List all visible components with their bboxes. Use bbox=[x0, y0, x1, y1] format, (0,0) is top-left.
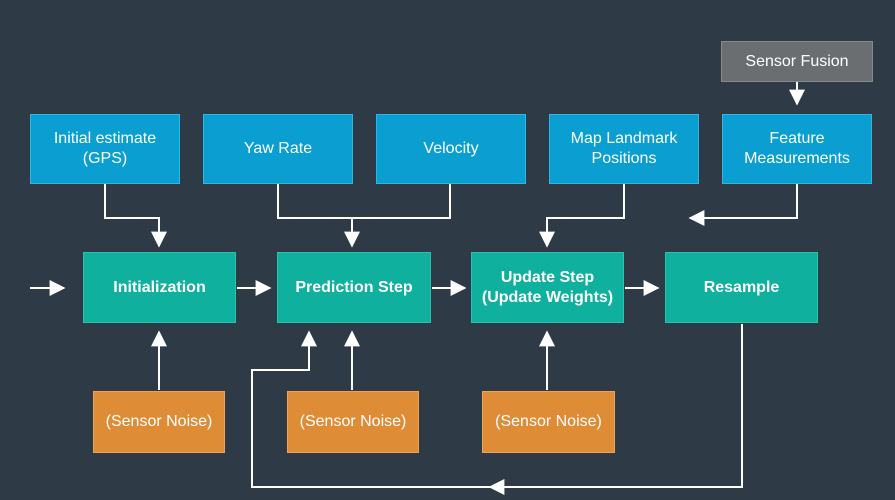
update-step-box: Update Step (Update Weights) bbox=[471, 252, 624, 323]
initial-estimate-box: Initial estimate (GPS) bbox=[30, 114, 180, 184]
edge-map-landmarks-update bbox=[539, 184, 625, 248]
sensor-noise-initialization-box: (Sensor Noise) bbox=[93, 391, 225, 453]
map-landmark-positions-box: Map Landmark Positions bbox=[549, 114, 699, 184]
edge-initial-estimate-initialization bbox=[104, 184, 167, 248]
edge-feature-measurements-merge bbox=[688, 184, 798, 226]
velocity-box: Velocity bbox=[376, 114, 526, 184]
resample-box: Resample bbox=[665, 252, 818, 323]
sensor-fusion-box: Sensor Fusion bbox=[721, 41, 873, 82]
edge-feedback-to-prediction bbox=[251, 330, 490, 488]
sensor-noise-update-box: (Sensor Noise) bbox=[482, 391, 615, 453]
edge-resample-feedback bbox=[488, 324, 743, 495]
prediction-step-box: Prediction Step bbox=[277, 252, 431, 323]
feature-measurements-box: Feature Measurements bbox=[722, 114, 872, 184]
edge-yaw-velocity-bracket bbox=[277, 184, 451, 219]
yaw-rate-box: Yaw Rate bbox=[203, 114, 353, 184]
initialization-box: Initialization bbox=[83, 252, 236, 323]
sensor-noise-prediction-box: (Sensor Noise) bbox=[287, 391, 419, 453]
